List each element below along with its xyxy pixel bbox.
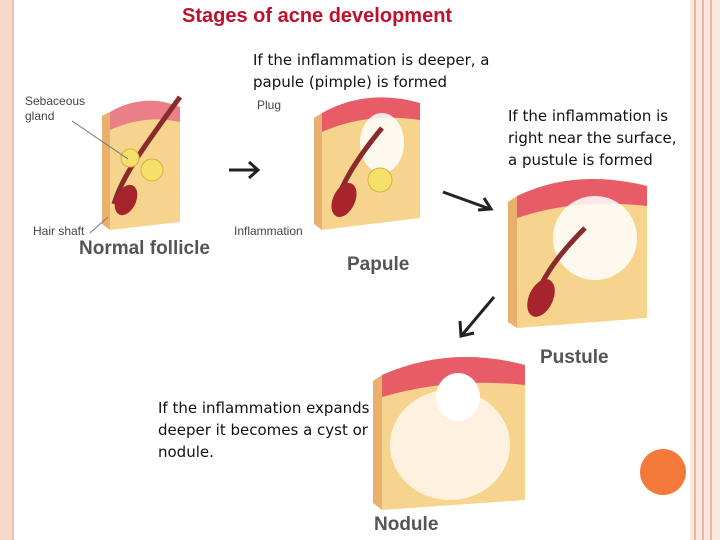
pustule-illustration: [508, 178, 647, 328]
normal-follicle-illustration: [102, 95, 183, 230]
right-frame-line: [694, 0, 696, 540]
slide-title: Stages of acne development: [182, 5, 453, 27]
left-frame-border: [0, 0, 12, 540]
right-frame-line: [702, 0, 704, 540]
decorative-orange-dot: [640, 449, 686, 495]
pustule-caption: If the inflammation is right near the su…: [508, 107, 677, 169]
papule-caption: If the inflammation is deeper, a papule …: [253, 51, 490, 91]
stage-nodule: Nodule: [374, 514, 439, 535]
inflammation-label: Inflammation: [234, 224, 303, 238]
arrow-icon: [442, 190, 494, 212]
right-frame-line: [710, 0, 712, 540]
stage-normal-follicle: Normal follicle: [79, 238, 210, 259]
sebaceous-gland-label: Sebaceous gland: [25, 94, 86, 123]
hair-shaft-label: Hair shaft: [33, 224, 85, 238]
arrow-icon: [458, 296, 496, 338]
arrow-icon: [229, 160, 261, 180]
left-frame-line: [12, 0, 14, 540]
nodule-illustration: [373, 357, 525, 510]
stage-pustule: Pustule: [540, 347, 609, 368]
nodule-caption: If the inflammation expands deeper it be…: [158, 399, 370, 461]
stage-papule: Papule: [347, 254, 410, 275]
label-pointer-lines: [71, 120, 129, 234]
papule-illustration: [314, 97, 420, 230]
right-frame-border: [690, 0, 720, 540]
plug-label: Plug: [257, 98, 282, 112]
